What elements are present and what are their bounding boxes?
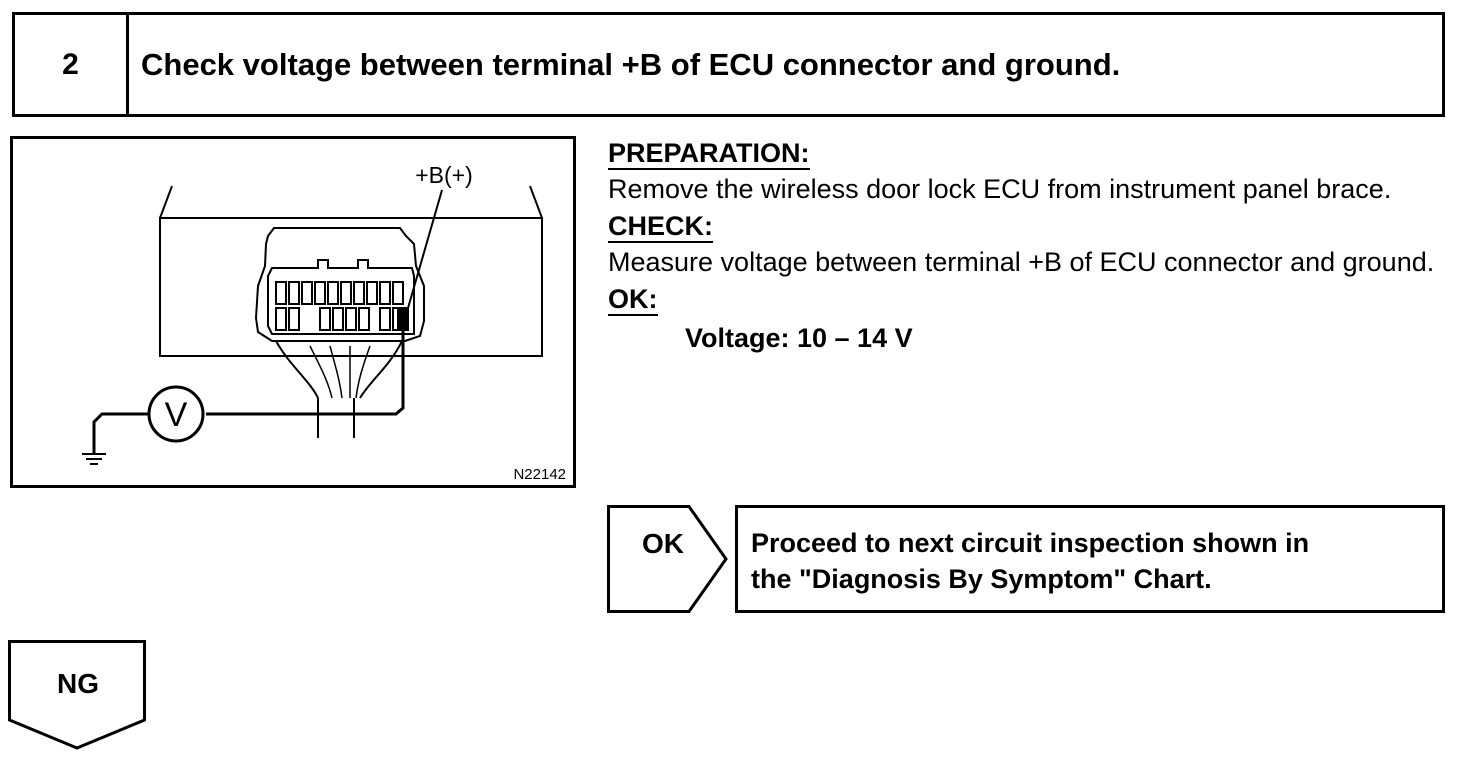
ok-heading: OK: xyxy=(608,284,658,316)
ok-result-box: Proceed to next circuit inspection shown… xyxy=(735,505,1445,613)
ecu-connector-illustration: +B(+) V N22142 xyxy=(10,136,576,488)
preparation-heading: PREPARATION: xyxy=(608,138,810,170)
connector-diagram: +B(+) V N22142 xyxy=(10,136,576,488)
preparation-text: Remove the wireless door lock ECU from i… xyxy=(608,174,1392,204)
ground-icon xyxy=(82,453,106,465)
step-number: 2 xyxy=(15,15,129,114)
check-text: Measure voltage between terminal +B of E… xyxy=(608,247,1435,277)
step-title: Check voltage between terminal +B of ECU… xyxy=(141,46,1121,82)
ok-result-line-2: the "Diagnosis By Symptom" Chart. xyxy=(751,564,1212,594)
terminal-label: +B(+) xyxy=(415,162,473,188)
ng-branch-label: NG xyxy=(57,668,99,699)
check-heading: CHECK: xyxy=(608,211,713,243)
ok-branch-label: OK xyxy=(642,528,684,559)
instructions: PREPARATION: Remove the wireless door lo… xyxy=(608,136,1448,358)
figure-id: N22142 xyxy=(513,466,566,483)
voltmeter-label: V xyxy=(165,396,188,434)
voltage-spec: Voltage: 10 – 14 V xyxy=(685,323,913,353)
ok-arrow-shape xyxy=(607,505,728,613)
ok-result-line-1: Proceed to next circuit inspection shown… xyxy=(751,528,1310,558)
step-header: 2 Check voltage between terminal +B of E… xyxy=(12,12,1445,117)
ng-arrow-shape xyxy=(8,640,146,750)
